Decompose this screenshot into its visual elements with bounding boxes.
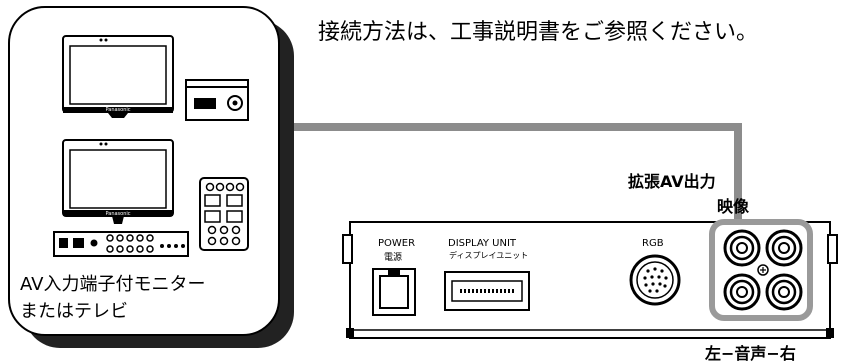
monitor-1-brand: Panasonic [105, 107, 130, 113]
tuner-box [185, 79, 249, 121]
power-label-jp: 電源 [384, 253, 403, 263]
display-unit-label-jp: ディスプレイユニット [449, 251, 529, 260]
display-unit-port [444, 271, 530, 311]
power-label: POWER [378, 238, 416, 249]
monitor-2 [62, 139, 174, 224]
video-label: 映像 [717, 197, 750, 216]
av-out-label: 拡張AV出力 [628, 172, 716, 191]
instruction-text: 接続方法は、工事説明書をご参照ください。 [318, 20, 759, 45]
monitor-2-brand: Panasonic [105, 211, 130, 217]
av-deck [53, 231, 189, 257]
rgb-port [629, 254, 681, 306]
display-unit-label: DISPLAY UNIT [448, 238, 517, 249]
av-output-highlight [709, 219, 813, 321]
audio-right-jack [765, 273, 803, 311]
power-port [372, 268, 416, 316]
rgb-label: RGB [642, 238, 664, 249]
video-jack [723, 229, 761, 267]
audio-label: 左−音声−右 [705, 344, 796, 363]
remote-control [199, 177, 249, 251]
audio-left-jack [723, 273, 761, 311]
rca-jacks [723, 229, 803, 311]
monitor-1 [62, 35, 174, 118]
monitor-box-line1: AV入力端子付モニター [20, 274, 206, 295]
monitor-box-line2: またはテレビ [20, 301, 128, 322]
av-cable [272, 123, 742, 222]
jack-top-right [765, 229, 803, 267]
